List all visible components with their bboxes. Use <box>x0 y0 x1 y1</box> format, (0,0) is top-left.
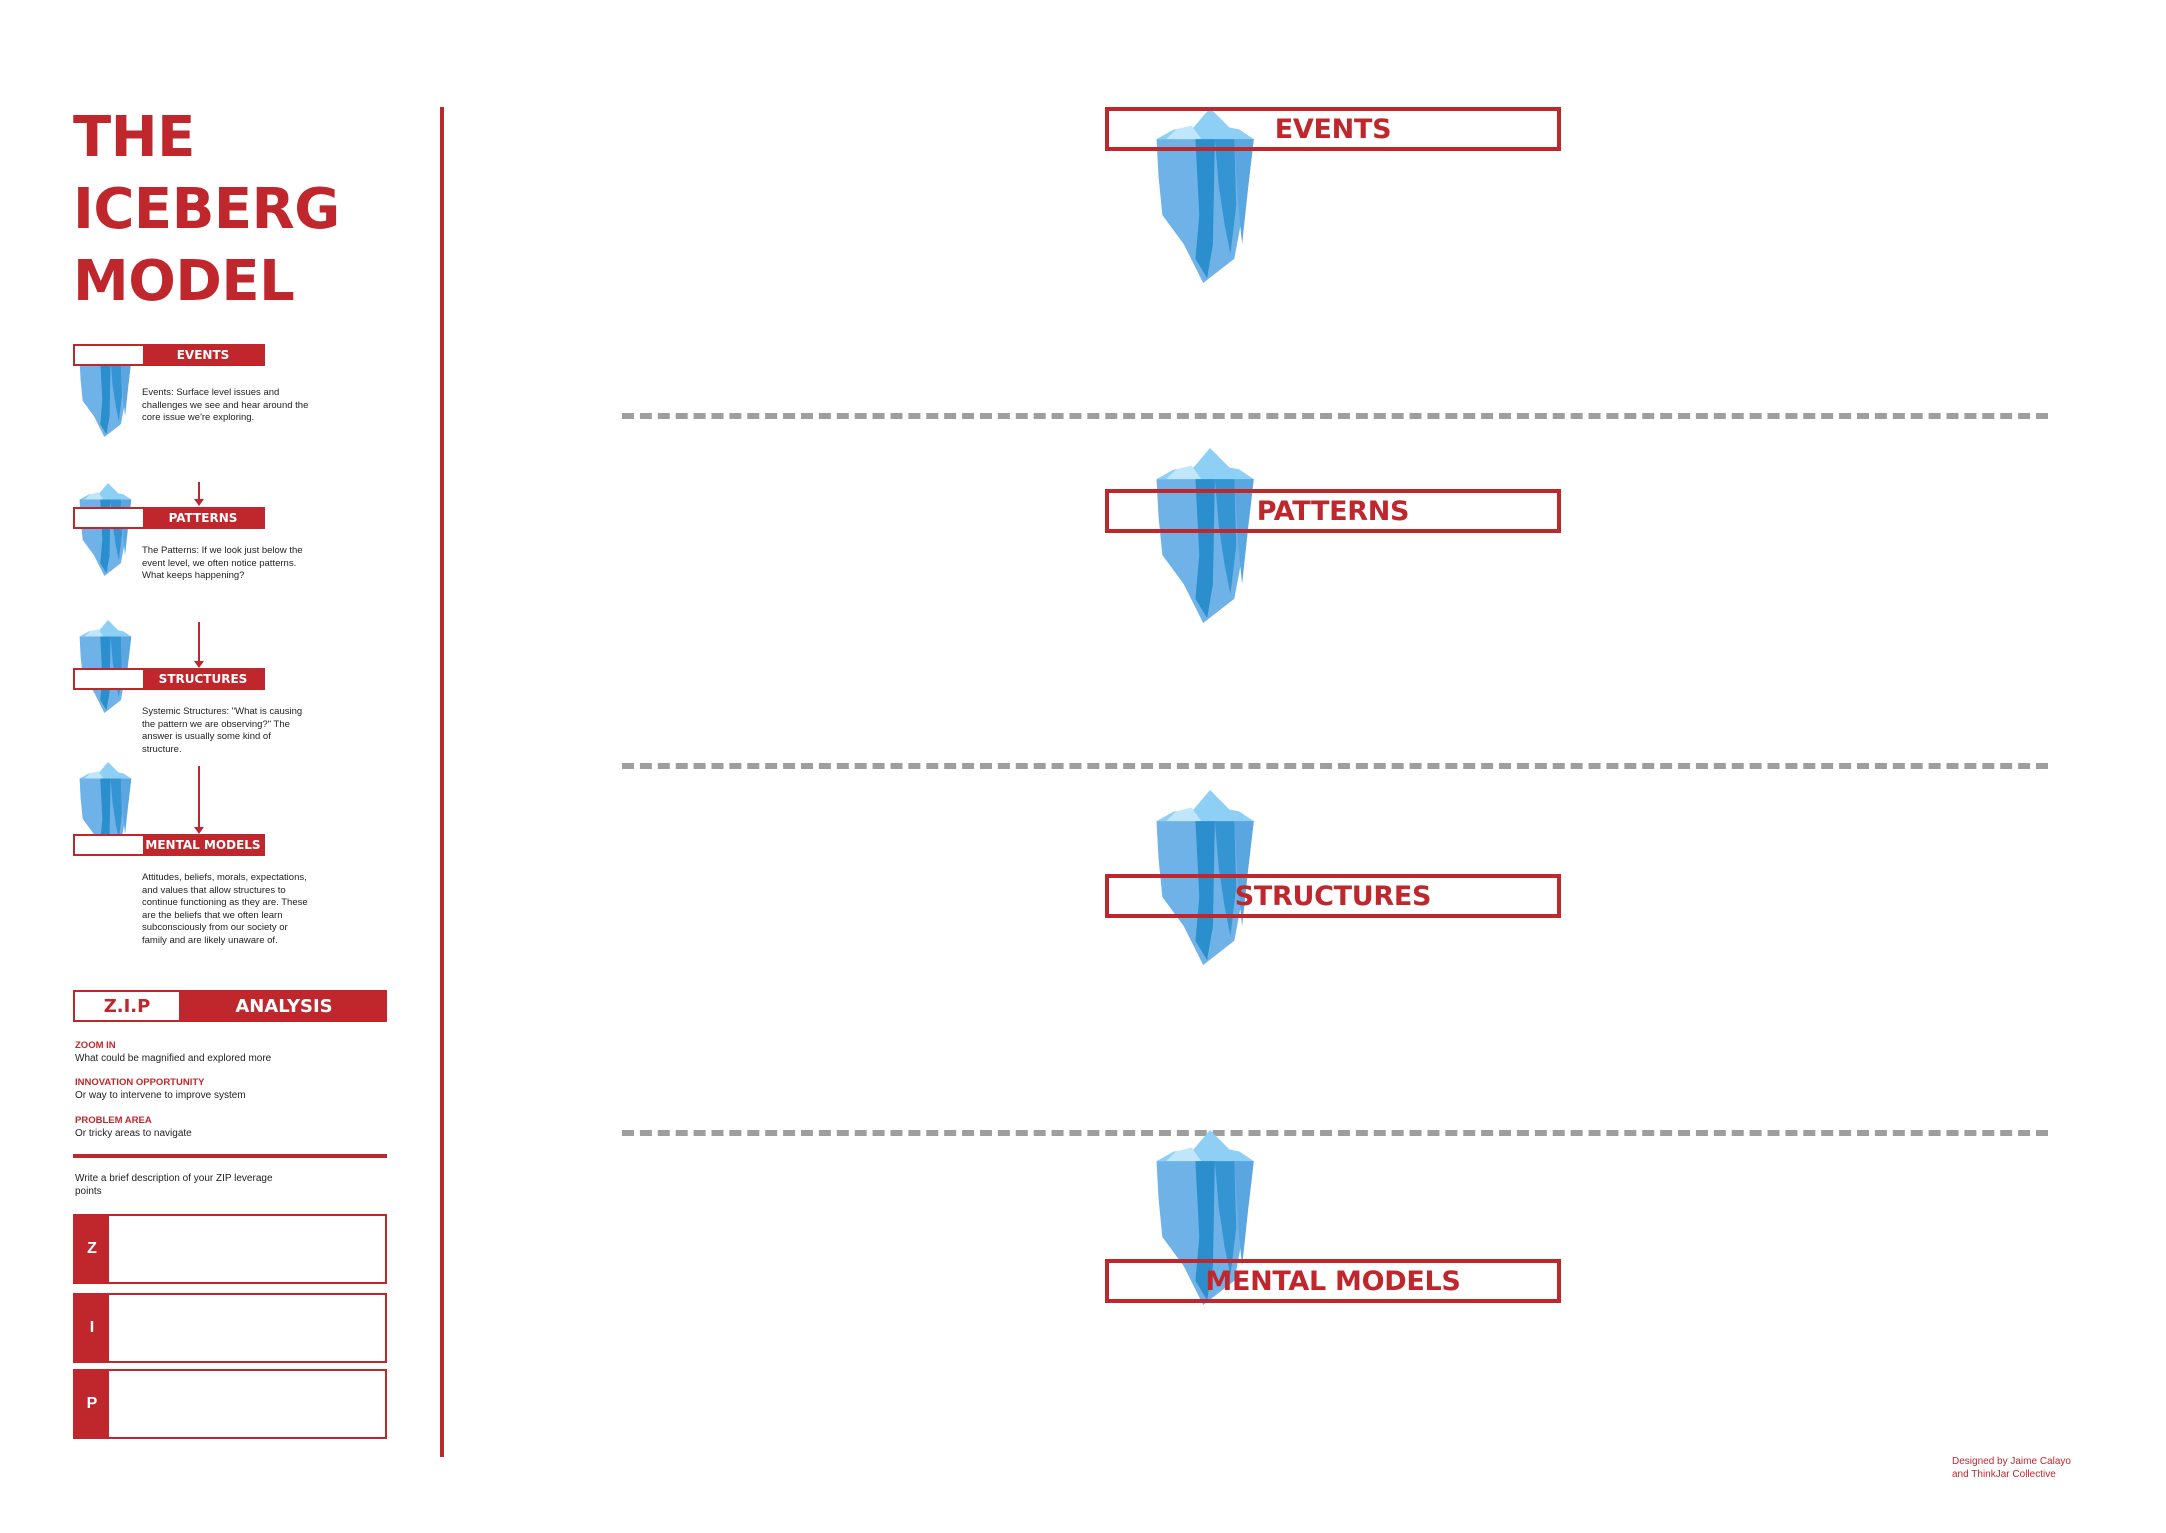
title-line-2: ICEBERG <box>73 177 340 242</box>
legend-events-label: EVENTS <box>73 344 265 366</box>
arrow-down-icon <box>194 766 204 834</box>
zip-box-p[interactable]: P <box>73 1369 387 1439</box>
zip-instruction: Write a brief description of your ZIP le… <box>75 1173 273 1197</box>
iceberg-icon <box>79 620 132 713</box>
legend-structures-label: STRUCTURES <box>73 668 265 690</box>
legend-patterns-description: The Patterns: If we look just below the … <box>142 545 303 581</box>
legend-events-description: Events: Surface level issues and challen… <box>142 387 309 423</box>
arrow-down-icon <box>194 622 204 668</box>
iceberg-icon <box>1156 448 1254 623</box>
legend-mental-models-label: MENTAL MODELS <box>73 834 265 856</box>
zip-box-z[interactable]: Z <box>73 1214 387 1284</box>
zip-analysis-header: Z.I.P ANALYSIS <box>73 990 387 1022</box>
legend-patterns-label: PATTERNS <box>73 507 265 529</box>
iceberg-icon <box>79 483 132 576</box>
level-divider <box>622 1130 2048 1136</box>
legend-structures-description: Systemic Structures: "What is causing th… <box>142 706 303 755</box>
legend-mental-models-description: Attitudes, beliefs, morals, expectations… <box>142 872 308 946</box>
level-structures-label: STRUCTURES <box>1105 874 1561 918</box>
level-divider <box>622 763 2048 769</box>
designer-credit: Designed by Jaime Calayo and ThinkJar Co… <box>1952 1456 2071 1480</box>
vertical-divider <box>440 107 444 1457</box>
zip-label: Z.I.P <box>73 990 181 1022</box>
title-line-1: THE <box>73 105 195 170</box>
level-divider <box>622 413 2048 419</box>
page-title: THE ICEBERG MODEL <box>73 102 340 318</box>
zip-box-i[interactable]: I <box>73 1293 387 1363</box>
arrow-down-icon <box>194 482 204 506</box>
zip-divider <box>73 1154 387 1158</box>
level-patterns-label: PATTERNS <box>1105 489 1561 533</box>
level-events-label: EVENTS <box>1105 107 1561 151</box>
analysis-label: ANALYSIS <box>181 990 387 1022</box>
title-line-3: MODEL <box>73 249 295 314</box>
level-mental-models-label: MENTAL MODELS <box>1105 1259 1561 1303</box>
